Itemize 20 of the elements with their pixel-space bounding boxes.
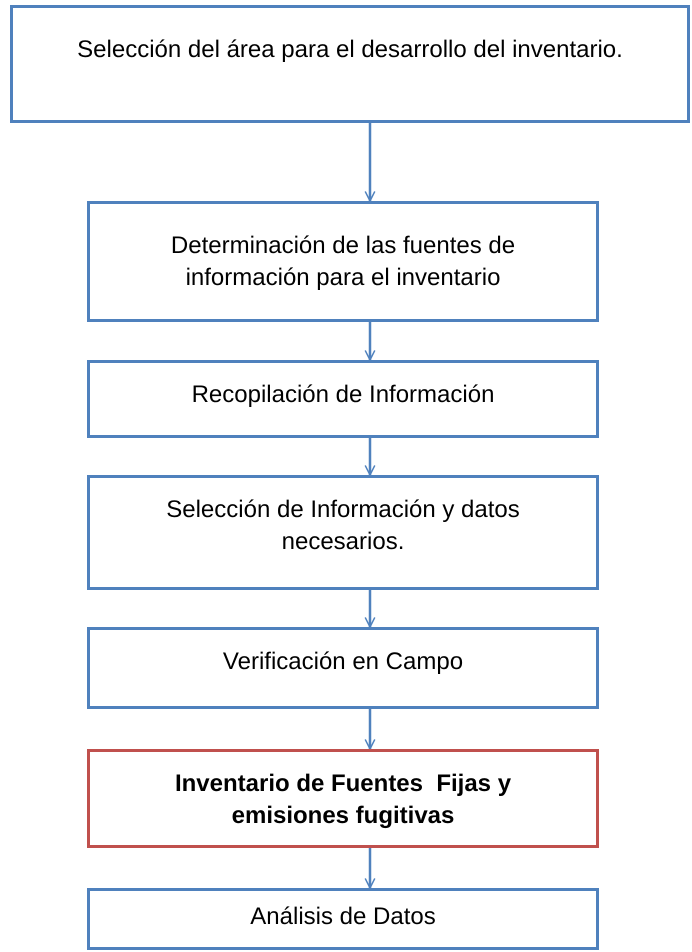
arrow <box>364 848 376 889</box>
process-box <box>87 888 599 950</box>
arrow <box>364 590 376 628</box>
process-box <box>10 5 690 123</box>
step-text: Selección del área para el desarrollo del inventario. <box>77 35 623 65</box>
highlighted-process-box <box>87 749 599 848</box>
step-text: Recopilación de Información <box>192 380 494 410</box>
step-text: Inventario de Fuentes Fijas y emisiones fugitivas <box>174 769 512 832</box>
step-text: Análisis de Datos <box>250 902 436 932</box>
arrow <box>364 123 376 202</box>
process-box <box>87 201 599 322</box>
step-text: Verificación en Campo <box>222 647 464 677</box>
process-box <box>87 360 599 438</box>
process-box <box>87 475 599 590</box>
step-text: Determinación de las fuentes de información para el inventario <box>170 231 516 294</box>
step-text: Selección de Información y datos necesarios. <box>165 495 521 558</box>
arrow <box>364 709 376 750</box>
arrow <box>364 438 376 476</box>
arrow <box>364 322 376 361</box>
process-box <box>87 627 599 709</box>
